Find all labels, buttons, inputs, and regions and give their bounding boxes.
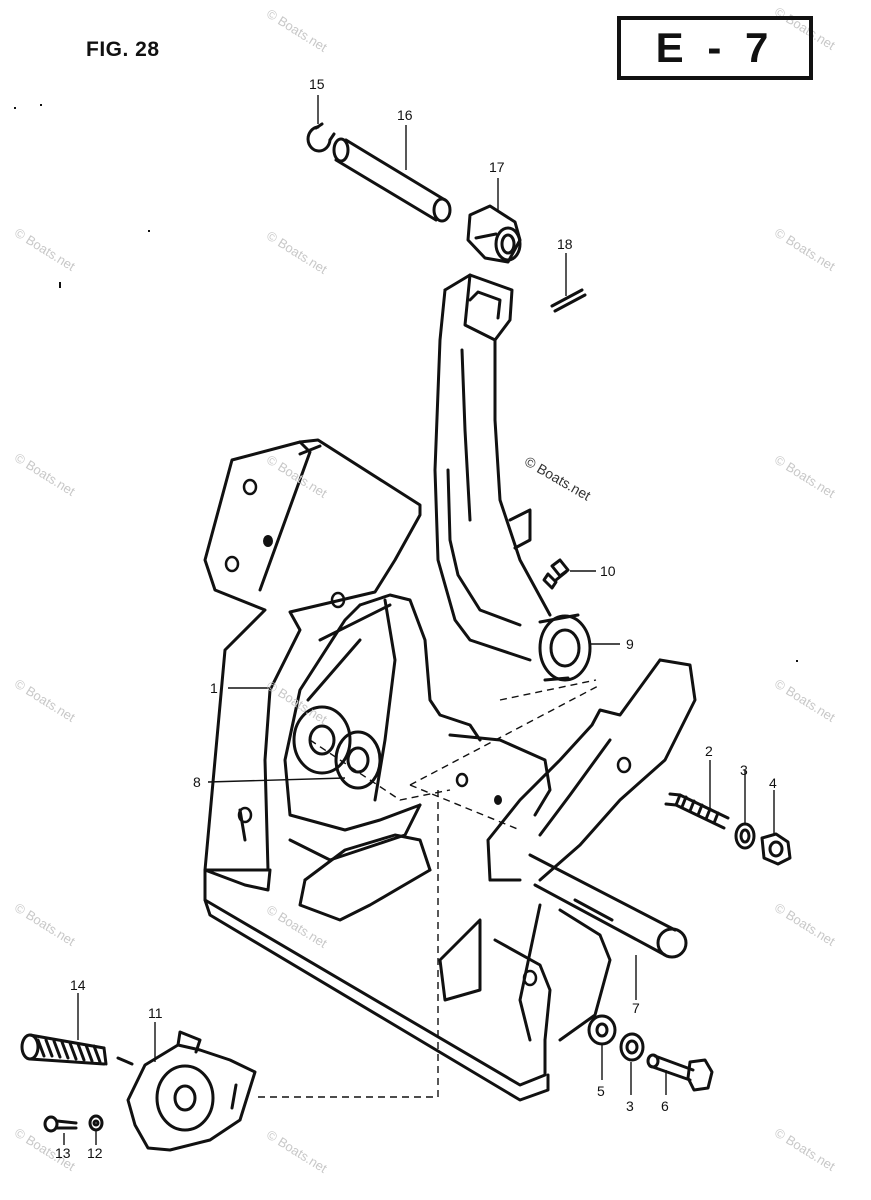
callout-3-lower: 3 xyxy=(626,1098,634,1114)
clamp-arm-part-9 xyxy=(433,273,592,682)
stern-bracket-part-1 xyxy=(203,438,552,1102)
stud-bolt-part-2 xyxy=(664,792,730,830)
callout-10: 10 xyxy=(600,563,616,579)
washer-part-3-lower xyxy=(619,1032,645,1062)
washer-part-12 xyxy=(88,1114,104,1132)
bushing-part-8 xyxy=(292,705,382,790)
bracket-holes xyxy=(224,478,632,987)
washer-part-3-upper xyxy=(734,822,756,850)
bushing-part-17 xyxy=(466,204,522,264)
figure-label: FIG. 28 xyxy=(86,38,160,61)
nut-part-4 xyxy=(760,832,792,866)
grease-nipple-part-10 xyxy=(542,558,570,590)
cotter-pin-part-18 xyxy=(550,288,587,313)
pin-part-16 xyxy=(332,137,452,223)
spring-part-14 xyxy=(20,1033,134,1066)
callout-9: 9 xyxy=(626,636,634,652)
callout-11: 11 xyxy=(148,1005,163,1021)
leader-lines xyxy=(63,95,775,1145)
tilt-lever-part-7 xyxy=(486,658,697,1042)
callout-17: 17 xyxy=(489,159,505,175)
callout-4: 4 xyxy=(769,775,777,791)
callout-7: 7 xyxy=(632,1000,640,1016)
section-code-box: E - 7 xyxy=(617,16,813,80)
washer-part-5 xyxy=(587,1014,617,1046)
snap-ring-part-15 xyxy=(306,122,336,153)
screw-part-13 xyxy=(43,1115,78,1133)
callout-6: 6 xyxy=(661,1098,669,1114)
callout-18: 18 xyxy=(557,236,573,252)
assembly-lines xyxy=(258,679,601,1098)
callout-8: 8 xyxy=(193,774,201,790)
callout-2: 2 xyxy=(705,743,713,759)
section-code: E - 7 xyxy=(655,24,775,71)
callout-15: 15 xyxy=(309,76,325,92)
callout-1: 1 xyxy=(210,680,218,696)
callout-14: 14 xyxy=(70,977,86,993)
callout-3-upper: 3 xyxy=(740,762,748,778)
callout-16: 16 xyxy=(397,107,413,123)
callout-5: 5 xyxy=(597,1083,605,1099)
callout-13: 13 xyxy=(55,1145,71,1161)
scan-specks xyxy=(14,104,798,662)
cam-plate-part-11 xyxy=(126,1030,257,1152)
bolt-part-6 xyxy=(646,1053,714,1092)
callout-12: 12 xyxy=(87,1145,103,1161)
